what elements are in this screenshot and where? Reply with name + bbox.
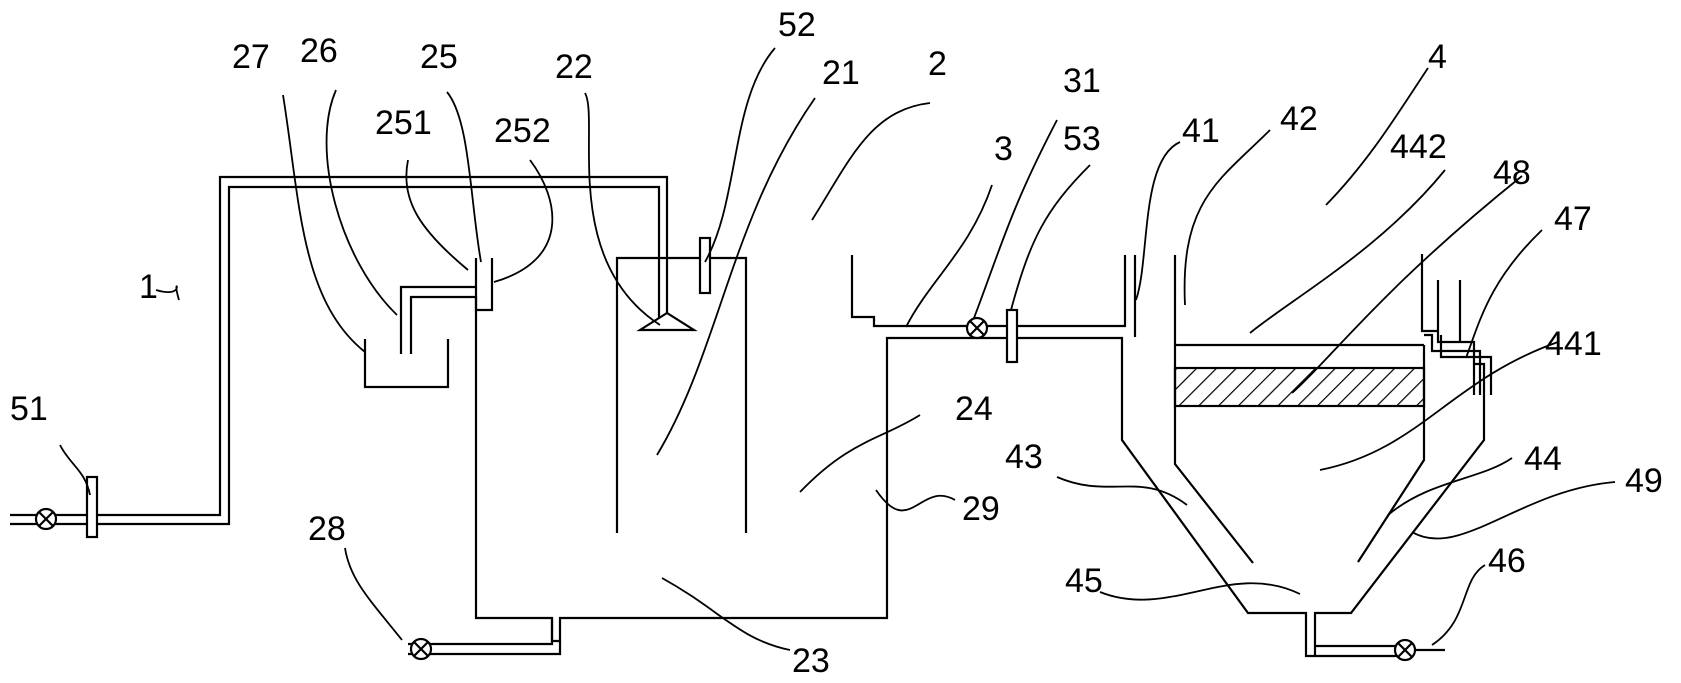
drain-pipe-23 <box>408 618 562 656</box>
inlet-pipe-1 <box>10 175 669 526</box>
label-51: 51 <box>10 390 48 428</box>
valve-51 <box>34 507 58 531</box>
label-44: 44 <box>1524 440 1562 478</box>
label-24: 24 <box>955 390 993 428</box>
flowmeter-51 <box>85 475 99 539</box>
valve-31 <box>965 316 989 340</box>
label-4: 4 <box>1428 38 1447 76</box>
label-41: 41 <box>1182 112 1220 150</box>
label-27: 27 <box>232 38 270 76</box>
label-251: 251 <box>375 104 432 142</box>
leader-lines <box>59 47 1616 651</box>
trough-27 <box>363 339 450 389</box>
label-21: 21 <box>822 54 860 92</box>
label-22: 22 <box>555 48 593 86</box>
label-31: 31 <box>1063 62 1101 100</box>
label-45: 45 <box>1065 562 1103 600</box>
label-23: 23 <box>792 642 830 680</box>
channel-3 <box>850 255 1127 328</box>
label-28: 28 <box>308 510 346 548</box>
label-42: 42 <box>1280 100 1318 138</box>
label-52: 52 <box>778 6 816 44</box>
pipe-26 <box>399 285 476 354</box>
flowmeter-53 <box>1005 308 1019 364</box>
labels: 1 51 27 26 25 251 252 22 52 21 2 31 3 53… <box>10 6 1663 680</box>
label-49: 49 <box>1625 462 1663 500</box>
label-3: 3 <box>994 130 1013 168</box>
valve-28 <box>409 637 433 661</box>
label-25: 25 <box>420 38 458 76</box>
label-43: 43 <box>1005 438 1043 476</box>
label-47: 47 <box>1554 200 1592 238</box>
label-29: 29 <box>962 490 1000 528</box>
device-25 <box>474 258 494 312</box>
label-2: 2 <box>928 45 947 83</box>
valve-46 <box>1393 638 1417 662</box>
sedimentation-tank-2 <box>474 256 1097 643</box>
label-26: 26 <box>300 32 338 70</box>
label-252: 252 <box>494 112 551 150</box>
label-48: 48 <box>1493 154 1531 192</box>
outlet-pipe-46 <box>1315 644 1445 652</box>
filter-tank-4 <box>1097 254 1493 658</box>
label-1: 1 <box>139 268 158 306</box>
label-442: 442 <box>1390 128 1447 166</box>
label-53: 53 <box>1063 120 1101 158</box>
label-46: 46 <box>1488 542 1526 580</box>
label-441: 441 <box>1545 325 1602 363</box>
flowmeter-52 <box>698 236 712 295</box>
